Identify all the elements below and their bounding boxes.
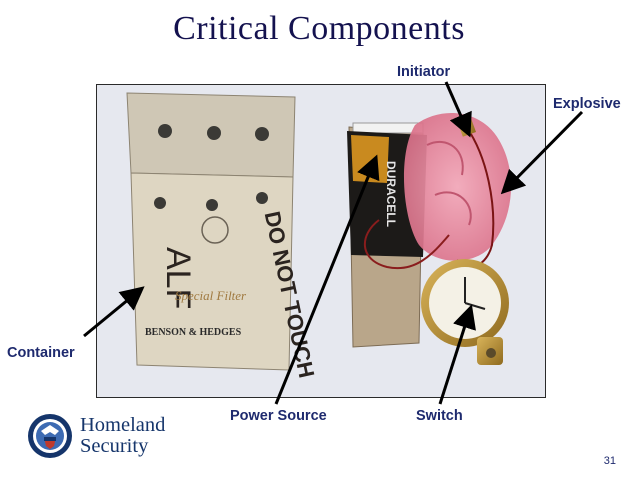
- homeland-security-wordmark: Homeland Security: [80, 415, 165, 457]
- box-lettering-alf: ALF: [159, 247, 197, 309]
- watch: [421, 259, 509, 365]
- page-number: 31: [603, 455, 616, 467]
- red-wire: [363, 219, 450, 270]
- wordmark-line1: Homeland: [80, 414, 166, 436]
- device-photo-illustration: ALF DO NOT TOUCH Special Filter BENSON &…: [97, 85, 545, 397]
- battery-label: DURACELL: [384, 161, 398, 227]
- callout-container: Container: [7, 345, 75, 361]
- arrow-switch: [438, 304, 476, 405]
- dhs-seal-icon: [28, 414, 72, 458]
- arrow-initiator: [444, 81, 472, 138]
- arrow-container: [83, 286, 145, 338]
- arrow-explosive: [500, 110, 584, 195]
- box-brand-text: BENSON & HEDGES: [145, 327, 242, 338]
- callout-switch: Switch: [416, 408, 463, 424]
- explosive-wrap: [403, 113, 512, 261]
- slide-title: Critical Components: [173, 10, 465, 47]
- callout-power-source: Power Source: [230, 408, 327, 424]
- arrow-power-source: [274, 154, 380, 405]
- box-lettering-special: Special Filter: [175, 288, 247, 303]
- callout-explosive: Explosive: [553, 96, 621, 112]
- callout-initiator: Initiator: [397, 64, 451, 80]
- wordmark-line2: Security: [80, 435, 149, 457]
